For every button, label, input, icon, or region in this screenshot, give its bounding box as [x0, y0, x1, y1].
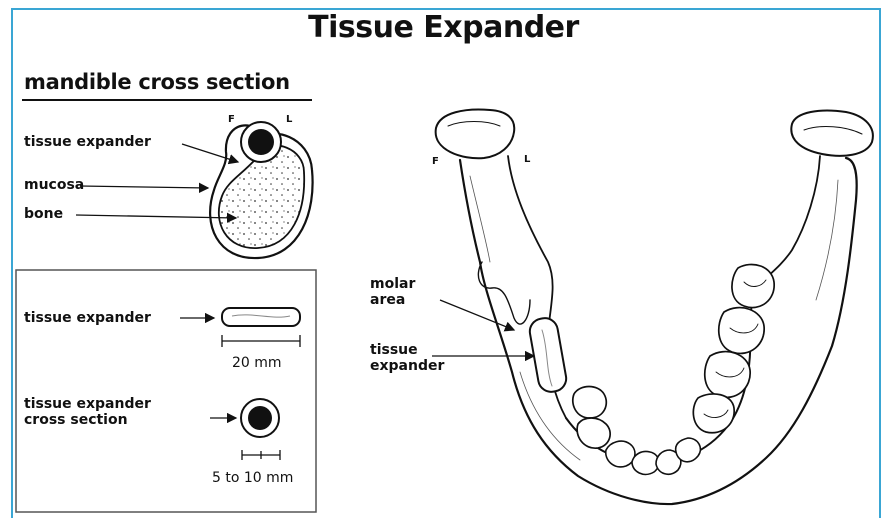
cross-section-tag-f: F: [228, 114, 235, 125]
jaw-tag-f: F: [432, 156, 439, 167]
mandible-illustration: [436, 110, 873, 505]
jaw-expander-line1: tissue: [370, 342, 418, 358]
legend-section-label-line1: tissue expander: [24, 396, 151, 412]
legend-section-label-line2: cross section: [24, 412, 128, 428]
jaw-tag-l: L: [524, 154, 530, 165]
leader-molar-area: [440, 300, 514, 330]
label-bone: bone: [24, 206, 63, 222]
figure-title: Tissue Expander: [0, 10, 887, 45]
diameter-label: 5 to 10 mm: [212, 470, 293, 486]
label-tissue-expander: tissue expander: [24, 134, 151, 150]
jaw-molar-line1: molar: [370, 276, 415, 292]
label-mucosa: mucosa: [24, 177, 84, 193]
cross-section-heading: mandible cross section: [24, 70, 290, 94]
expander-cross-section-icon: [241, 399, 279, 437]
length-label: 20 mm: [232, 355, 282, 371]
jaw-molar-line2: area: [370, 292, 405, 308]
mandible-cross-section: [210, 122, 312, 258]
expander-core: [248, 129, 274, 155]
cross-section-tag-l: L: [286, 114, 292, 125]
leader-mucosa: [80, 186, 208, 188]
expander-side-view: [222, 308, 300, 326]
jaw-expander-line2: expander: [370, 358, 444, 374]
legend-expander-label: tissue expander: [24, 310, 151, 326]
